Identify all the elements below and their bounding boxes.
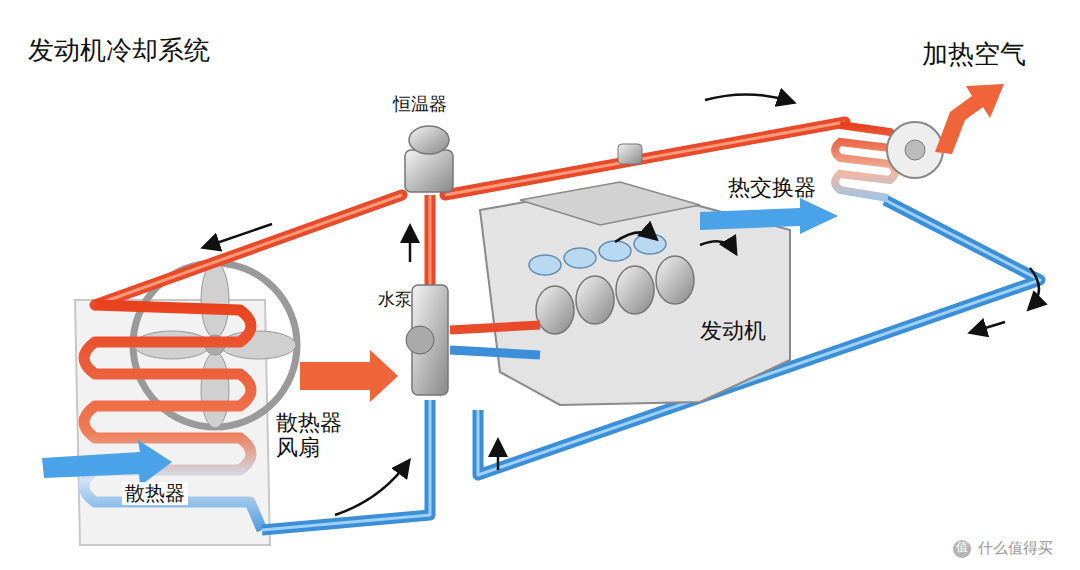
part-label: 发动机 (700, 318, 766, 343)
flow-arrows (205, 94, 1039, 515)
air-arrow (42, 440, 172, 486)
part-label: 热交换器 (728, 175, 816, 200)
watermark: 什么值得买 (978, 540, 1053, 557)
watermark: 值 (953, 541, 971, 555)
heat-exchanger-coil (835, 125, 895, 198)
part-label: 散热器 风扇 (276, 410, 349, 461)
cylinders (536, 256, 694, 334)
air-arrow (300, 350, 398, 402)
diagram-title: 发动机冷却系统 (28, 36, 210, 66)
air-arrow (700, 198, 838, 234)
part-label: 水泵 (378, 290, 412, 310)
part-label: 加热空气 (922, 40, 1026, 70)
thermostat (405, 150, 453, 192)
blower (887, 122, 943, 178)
valve (618, 144, 642, 164)
part-label: 散热器 (122, 482, 188, 505)
watermark-badge (953, 540, 971, 558)
part-label: 恒温器 (393, 94, 447, 115)
heated-air-arrow (935, 84, 1004, 154)
radiator-coil (84, 305, 262, 530)
